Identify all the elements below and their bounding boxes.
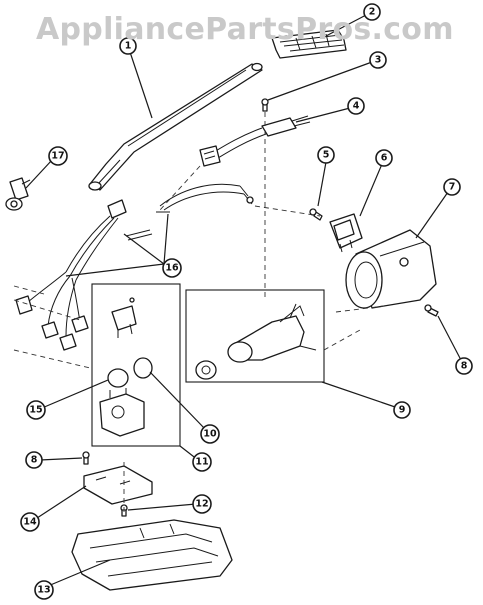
svg-text:8: 8 (31, 455, 38, 466)
part-8-screw-upper (424, 304, 439, 317)
svg-text:8: 8 (461, 361, 468, 372)
part-2-bracket (271, 29, 347, 59)
svg-text:10: 10 (203, 429, 217, 440)
svg-text:15: 15 (29, 405, 42, 416)
callout-14: 14 (20, 512, 40, 532)
svg-text:9: 9 (399, 405, 406, 416)
svg-text:6: 6 (381, 153, 388, 164)
svg-text:11: 11 (195, 457, 208, 468)
callout-16: 16 (162, 258, 182, 278)
part-3-screw (261, 98, 269, 112)
callout-6: 6 (375, 149, 393, 167)
svg-text:12: 12 (195, 499, 208, 510)
leader-lines (25, 13, 463, 587)
callout-15: 15 (26, 400, 46, 420)
part-14-bracket (83, 465, 153, 505)
part-17-fitting (5, 177, 31, 211)
svg-text:1: 1 (125, 41, 132, 52)
watermark: AppliancePartsPros.com (36, 12, 454, 47)
callout-9: 9 (393, 401, 411, 419)
callout-8-lower: 8 (25, 451, 43, 469)
callout-5: 5 (317, 146, 335, 164)
svg-text:7: 7 (449, 182, 456, 193)
callout-8-upper: 8 (455, 357, 473, 375)
callout-2: 2 (363, 3, 381, 21)
part-9-assembly-box (185, 289, 325, 383)
svg-text:13: 13 (37, 585, 50, 596)
part-7-motor (345, 229, 437, 309)
part-8-screw-lower (82, 451, 90, 465)
alignment-lines (13, 112, 385, 512)
callout-3: 3 (369, 51, 387, 69)
svg-text:3: 3 (375, 55, 382, 66)
part-1-hose (88, 62, 263, 191)
harness-plug (199, 145, 221, 167)
callout-1: 1 (119, 37, 137, 55)
callout-12: 12 (192, 494, 212, 514)
callout-13: 13 (34, 580, 54, 600)
svg-text:5: 5 (323, 150, 330, 161)
svg-text:17: 17 (51, 151, 64, 162)
callout-4: 4 (347, 97, 365, 115)
part-6-switch (329, 213, 363, 253)
callout-11: 11 (192, 452, 212, 472)
callout-7: 7 (443, 178, 461, 196)
svg-text:16: 16 (165, 263, 179, 274)
svg-text:14: 14 (23, 517, 37, 528)
part-4-connector (213, 115, 311, 159)
svg-text:2: 2 (369, 7, 376, 18)
svg-text:4: 4 (353, 101, 360, 112)
part-13-base-panel (71, 519, 233, 591)
part-11-assembly-box (91, 283, 181, 447)
callout-17: 17 (48, 146, 68, 166)
callout-10: 10 (200, 424, 220, 444)
part-16-wire-harness (15, 183, 254, 351)
